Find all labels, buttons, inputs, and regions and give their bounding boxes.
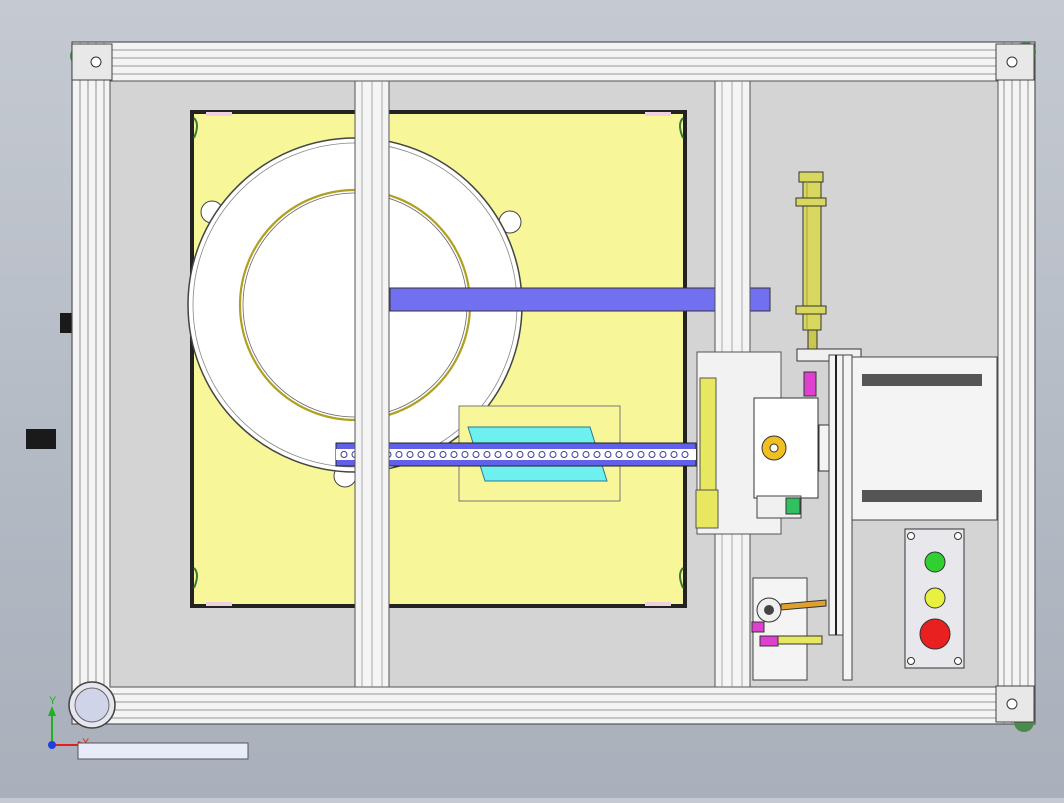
chain-link (637, 451, 645, 458)
vertical-beam-left (354, 80, 390, 688)
chain-link (538, 451, 546, 458)
triad-y-label: Y (49, 695, 57, 707)
chain-link (461, 451, 469, 458)
chain-link (417, 451, 425, 458)
chain-link (395, 451, 403, 458)
chain-link (648, 451, 656, 458)
left-extrusion (79, 42, 105, 724)
chain-link (340, 451, 348, 458)
right-extrusion (1003, 42, 1029, 724)
chain-link (406, 451, 414, 458)
chain-conveyor (335, 442, 697, 467)
chain-link (439, 451, 447, 458)
red-stop-button-icon[interactable] (919, 618, 951, 650)
chain-link (505, 451, 513, 458)
chain-link (582, 451, 590, 458)
pneumatic-cylinder (795, 171, 827, 353)
chain-link (483, 451, 491, 458)
side-bracket-lower (26, 429, 56, 449)
side-bracket-upper (60, 313, 74, 333)
chain-link (593, 451, 601, 458)
slide-rail (828, 354, 853, 681)
cross-bar (389, 287, 771, 312)
chain-link (604, 451, 612, 458)
chain-link (527, 451, 535, 458)
chain-link (626, 451, 634, 458)
corner-bracket-top-right (995, 42, 1036, 81)
corner-bracket-top-left (70, 43, 113, 81)
green-indicator-light-icon[interactable] (924, 551, 946, 573)
view-status-field[interactable] (77, 742, 249, 760)
chain-link (549, 451, 557, 458)
valve-module (751, 577, 827, 681)
chain-link (681, 451, 689, 458)
chain-link (472, 451, 480, 458)
top-extrusion (72, 49, 1035, 75)
yellow-indicator-light-icon[interactable] (924, 587, 946, 609)
chain-link (571, 451, 579, 458)
motor-housing (851, 356, 998, 521)
bottom-extrusion (72, 693, 1035, 719)
corner-bracket-bottom-right (995, 685, 1035, 732)
chain-link (428, 451, 436, 458)
chain-link (615, 451, 623, 458)
chain-link (659, 451, 667, 458)
chain-link (516, 451, 524, 458)
chain-link (494, 451, 502, 458)
caster-foot-bottom-left (68, 681, 116, 729)
chain-link (670, 451, 678, 458)
control-panel[interactable] (904, 528, 965, 669)
chain-link (450, 451, 458, 458)
actuator-module (695, 348, 862, 535)
chain-link (560, 451, 568, 458)
